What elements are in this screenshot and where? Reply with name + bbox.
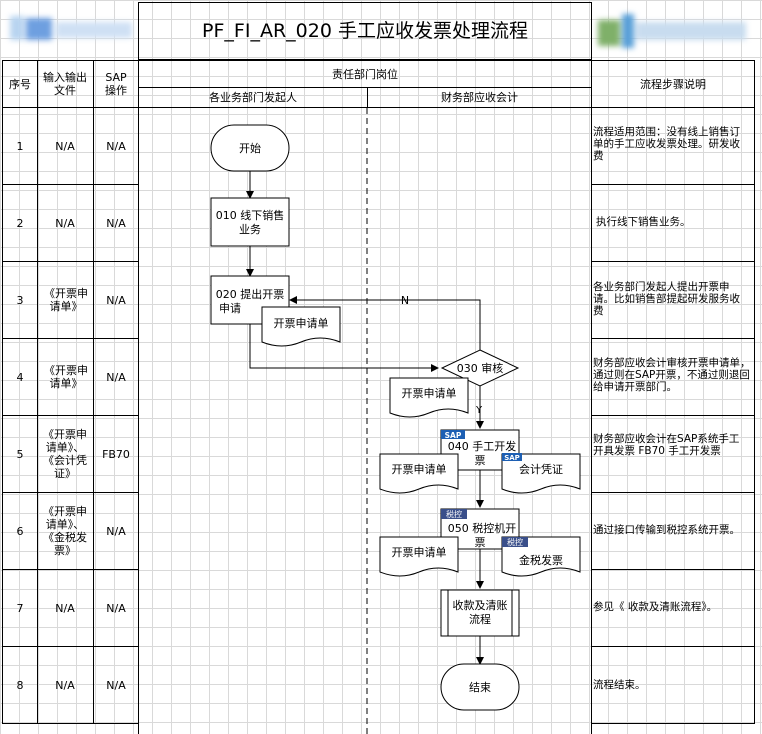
row-7-sap-text: N/A [106, 601, 126, 615]
row-3-description: 各业务部门发起人提出开票申请。比如销售部提起研发服务收费 [593, 281, 740, 317]
header-sap-label: SAP操作 [105, 71, 127, 97]
arrow-030-reject [289, 296, 481, 350]
header-desc-label: 流程步骤说明 [640, 77, 706, 91]
row-6-io-text: 《开票申请单》、《金税发票》 [43, 505, 87, 557]
row-3-sap-text: N/A [106, 293, 126, 307]
step-020-line1: 020 提出开票 [216, 287, 285, 301]
step-020-line2: 申请 [219, 302, 241, 315]
subprocess-box [440, 589, 520, 637]
sap-tag-voucher [502, 453, 522, 461]
doc-request-020 [261, 306, 341, 347]
reject-label: N [401, 294, 409, 307]
row-5-sap-text: FB70 [102, 447, 130, 461]
company-logo-right [598, 10, 748, 50]
row-6-number: 6 [16, 524, 24, 538]
step-030-decision [440, 349, 520, 387]
doc-request-040-label: 开票申请单 [392, 463, 447, 476]
doc-voucher [501, 453, 581, 494]
row-5-io-text: 《开票申请单》、《会计凭证》 [43, 428, 87, 480]
row-4-sap-text: N/A [106, 370, 126, 384]
header-lane2-label: 财务部应收会计 [441, 91, 518, 104]
row-7-number: 7 [16, 601, 24, 615]
approve-label: Y [475, 405, 483, 416]
row-8-description: 流程结束。 [593, 679, 646, 691]
sap-tag-040 [441, 430, 465, 439]
lane-area-frame [138, 107, 592, 734]
doc-request-040 [379, 453, 459, 494]
step-010-line1: 010 线下销售 [216, 208, 285, 222]
tax-tag-050-label: 税控 [446, 509, 462, 519]
end-terminator [440, 663, 520, 711]
doc-request-030-label: 开票申请单 [402, 387, 457, 400]
row-2-number: 2 [16, 216, 24, 230]
row-5-number: 5 [16, 447, 24, 461]
row-4-io-text: 《开票申请单》 [44, 364, 88, 390]
start-terminator [210, 124, 290, 172]
header-io-label: 输入输出文件 [43, 71, 87, 97]
row-7-description: 参见《 收款及清账流程》。 [593, 601, 718, 613]
tax-tag-050 [441, 509, 467, 519]
doc-request-050-label: 开票申请单 [392, 546, 447, 559]
arrow-020-to-030 [249, 324, 439, 372]
title-cell [138, 2, 592, 60]
doc-gold-tax-label: 金税发票 [519, 553, 563, 567]
row-2-description: 执行线下销售业务。 [596, 216, 691, 228]
doc-request-050 [379, 536, 459, 577]
start-label: 开始 [239, 141, 261, 155]
row-4-number: 4 [16, 370, 24, 384]
company-logo-left [10, 12, 135, 46]
end-label: 结束 [469, 681, 491, 694]
row-6-description: 通过接口传输到税控系统开票。 [593, 524, 740, 536]
row-2-sap-text: N/A [106, 216, 126, 230]
row-1-sap-text: N/A [106, 139, 126, 153]
tax-tag-doc-label: 税控 [507, 537, 523, 547]
step-010-box [210, 197, 290, 247]
row-3-number: 3 [16, 293, 24, 307]
subprocess-line1: 收款及清账 [453, 598, 508, 612]
doc-voucher-label: 会计凭证 [519, 462, 563, 476]
header-lane1-label: 各业务部门发起人 [209, 91, 297, 104]
subprocess-line2: 流程 [469, 612, 491, 626]
tax-tag-doc [502, 537, 528, 547]
row-6-sap-text: N/A [106, 524, 126, 538]
sap-tag-040-label: SAP [445, 431, 462, 440]
row-5-description: 财务部应收会计在SAP系统手工开具发票 FB70 手工开发票 [593, 433, 740, 457]
step-040-line2: 票 [475, 454, 486, 467]
header-seq-label: 序号 [9, 77, 31, 91]
row-3-io-text: 《开票申请单》 [44, 287, 88, 313]
row-8-number: 8 [16, 678, 24, 692]
row-4-description: 财务部应收会计审核开票申请单，通过则在SAP开票，不通过则退回给申请开票部门。 [593, 357, 751, 393]
step-050-line1: 050 税控机开 [448, 521, 517, 535]
doc-request-020-label: 开票申请单 [274, 317, 329, 330]
row-1-number: 1 [16, 139, 24, 153]
step-040-line1: 040 手工开发 [448, 439, 517, 453]
row-8-io-text: N/A [55, 678, 75, 692]
doc-request-030 [389, 377, 469, 418]
row-1-description: 流程适用范围：没有线上销售订单的手工应收发票处理。研发收费 [593, 126, 740, 162]
page-title: PF_FI_AR_020 手工应收发票处理流程 [202, 19, 528, 42]
row-2-io-text: N/A [55, 216, 75, 230]
step-030-label: 030 审核 [457, 361, 504, 375]
header-responsibility-label: 责任部门岗位 [332, 67, 398, 81]
sap-tag-voucher-label: SAP [504, 454, 520, 462]
step-010-line2: 业务 [239, 223, 261, 236]
row-1-io-text: N/A [55, 139, 75, 153]
row-7-io-text: N/A [55, 601, 75, 615]
step-050-line2: 票 [475, 536, 486, 549]
row-8-sap-text: N/A [106, 678, 126, 692]
